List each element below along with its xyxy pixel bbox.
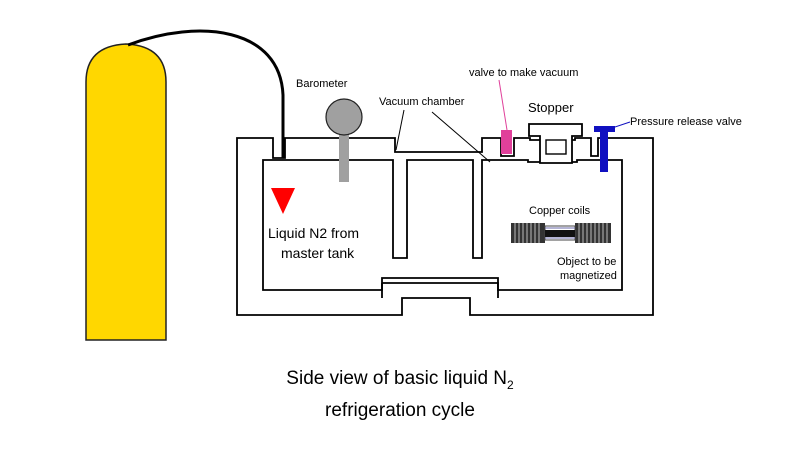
chamber-inner-wall [262,159,623,291]
vacuum-valve [501,130,512,154]
barometer-label: Barometer [296,78,348,90]
diagram-caption: Side view of basic liquid N2 refrigerati… [0,366,800,423]
feed-hose [127,29,285,190]
barometer-stem [339,126,349,182]
vacuum-chamber-label: Vacuum chamber [379,96,465,108]
copper-coils-label: Copper coils [529,205,591,217]
caption-line2: refrigeration cycle [325,399,475,421]
leader-vacuum-valve [498,79,508,131]
caption-line1: Side view of basic liquid N2 [0,366,800,398]
caption-subscript: 2 [507,377,514,392]
nitrogen-tank [85,43,167,341]
object-label-line1: Object to be [557,256,617,268]
vacuum-valve-label: valve to make vacuum [469,67,579,79]
chamber-outer-wall [236,137,654,316]
leader-pressure-release [605,121,631,131]
pressure-release-valve-stem [600,130,608,172]
caption-line1-text: Side view of basic liquid N [286,368,508,389]
stopper-inner [545,139,567,155]
stopper [528,123,583,164]
bottom-channel [381,282,499,298]
leader-vacuum-chamber [395,109,405,151]
magnetized-object [545,230,575,237]
liquid-n2-label-line2: master tank [281,245,355,261]
barometer-gauge [325,98,363,136]
pressure-release-label: Pressure release valve [630,116,742,128]
object-label-line2: magnetized [560,270,617,282]
leader-vacuum-chamber-2 [431,111,491,163]
liquid-n2-label-line1: Liquid N2 from [268,225,360,241]
pressure-release-valve-head [594,126,615,132]
stopper-label: Stopper [528,100,574,115]
liquid-inlet-arrow [271,188,295,214]
